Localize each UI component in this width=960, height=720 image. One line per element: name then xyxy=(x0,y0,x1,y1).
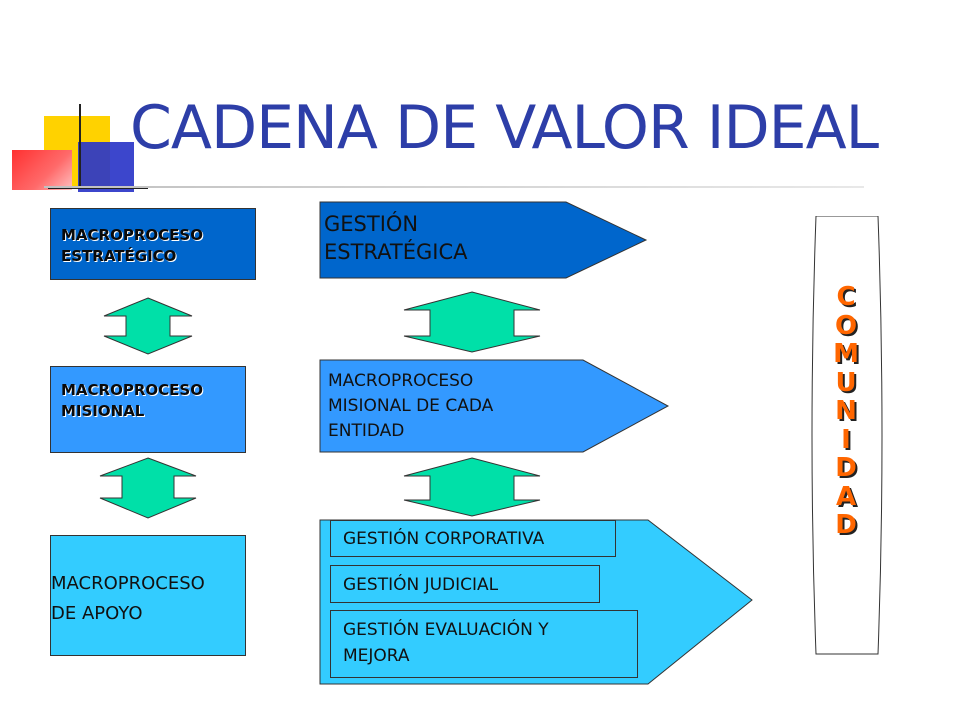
comunidad-letter: C xyxy=(836,282,856,312)
gestion-corporativa-box: GESTIÓN CORPORATIVA xyxy=(330,520,616,557)
double-arrow-left-top xyxy=(103,297,193,355)
misional-line2: MISIONAL xyxy=(61,402,145,420)
comunidad-letter: N xyxy=(835,396,857,426)
comunidad-letter: D xyxy=(835,453,857,483)
decorative-blue-square xyxy=(78,142,134,192)
misional-line1: MACROPROCESO xyxy=(61,381,203,399)
gestion-estrategica-line1: GESTIÓN xyxy=(324,212,419,236)
gestion-estrategica-arrow xyxy=(319,201,648,279)
macroproceso-apoyo-box: MACROPROCESO DE APOYO xyxy=(50,535,246,656)
comunidad-letter: M xyxy=(833,339,859,369)
gestion-evaluacion-line1: GESTIÓN EVALUACIÓN Y xyxy=(343,620,549,640)
misional-entidad-label: MACROPROCESO MISIONAL DE CADA ENTIDAD xyxy=(328,369,493,444)
comunidad-letter: U xyxy=(835,367,857,398)
decorative-red-square xyxy=(12,150,72,190)
misional-entidad-arrow xyxy=(319,359,670,453)
double-arrow-right-top xyxy=(403,291,541,353)
comunidad-letter: A xyxy=(835,481,857,512)
apoyo-line2: DE APOYO xyxy=(51,603,143,624)
estrategico-line1: MACROPROCESO xyxy=(61,226,203,244)
gestion-estrategica-label: GESTIÓN ESTRATÉGICA xyxy=(324,210,468,266)
decorative-horizontal-line xyxy=(48,187,148,189)
gestion-evaluacion-box: GESTIÓN EVALUACIÓN Y MEJORA xyxy=(330,610,638,678)
gestion-judicial-label: GESTIÓN JUDICIAL xyxy=(343,575,499,595)
comunidad-letter: I xyxy=(841,424,851,455)
decorative-vertical-line xyxy=(79,104,81,188)
gestion-evaluacion-line2: MEJORA xyxy=(343,646,410,666)
gestion-judicial-box: GESTIÓN JUDICIAL xyxy=(330,565,600,603)
title-underline xyxy=(44,186,864,188)
comunidad-letter: O xyxy=(834,310,858,341)
macroproceso-estrategico-box: MACROPROCESO ESTRATÉGICO xyxy=(50,208,256,280)
misional-entidad-line3: ENTIDAD xyxy=(328,421,405,441)
comunidad-letter: D xyxy=(835,510,857,540)
double-arrow-left-bottom xyxy=(99,457,197,519)
gestion-estrategica-line2: ESTRATÉGICA xyxy=(324,240,468,264)
estrategico-line2: ESTRATÉGICO xyxy=(61,247,177,265)
gestion-corporativa-label: GESTIÓN CORPORATIVA xyxy=(343,529,545,549)
double-arrow-right-bottom xyxy=(403,457,541,517)
misional-entidad-line1: MACROPROCESO xyxy=(328,371,474,391)
comunidad-panel xyxy=(811,216,883,655)
misional-entidad-line2: MISIONAL DE CADA xyxy=(328,396,494,416)
page-title: CADENA DE VALOR IDEAL xyxy=(130,93,879,163)
macroproceso-misional-box: MACROPROCESO MISIONAL xyxy=(50,366,246,453)
apoyo-line1: MACROPROCESO xyxy=(51,573,205,594)
